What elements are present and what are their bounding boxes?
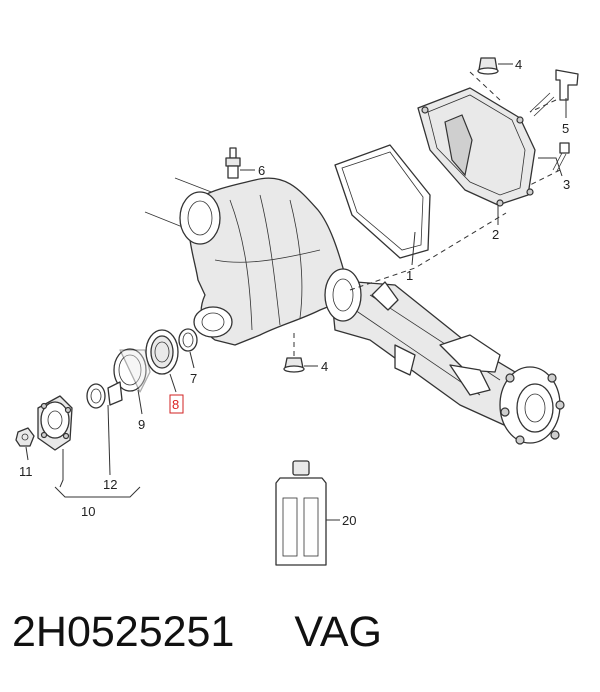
washer-12 [86,383,106,409]
callout-9: 9 [138,417,145,432]
callout-7: 7 [190,371,197,386]
oil-bottle-20 [275,460,327,566]
breather-6 [225,147,241,179]
callout-10: 10 [81,504,95,519]
callout-4-top: 4 [515,57,522,72]
nut-11 [15,427,35,447]
bolt-3 [552,142,570,172]
plug-4-bottom [283,357,305,373]
callout-3: 3 [563,177,570,192]
seal-9 [113,348,151,393]
callout-12: 12 [103,477,117,492]
brand-label: VAG [294,608,382,656]
axle-housing [144,177,565,445]
callout-8-box [169,394,184,414]
cover-gasket [334,144,431,259]
bracket-5 [529,69,579,117]
callout-20: 20 [342,513,356,528]
shaft-spacer [107,381,123,406]
callouts: 4 5 3 6 2 1 4 7 8 9 11 12 10 20 [19,57,570,528]
callout-8: 8 [172,397,179,412]
ring-7 [178,328,198,352]
callout-4-bottom: 4 [321,359,328,374]
callout-2: 2 [492,227,499,242]
callout-5: 5 [562,121,569,136]
footer-caption: 2H0525251 VAG [12,608,592,678]
part-number: 2H0525251 [12,608,235,656]
flange-10 [37,395,73,451]
exploded-parts-diagram: 4 5 3 6 2 1 4 7 8 9 11 12 10 20 [15,57,579,566]
leader-lines [25,63,567,521]
callout-1: 1 [406,268,413,283]
callout-6: 6 [258,163,265,178]
plug-4-top [477,57,499,75]
callout-11: 11 [19,464,33,479]
bearing-8 [145,329,179,375]
diff-cover [417,87,536,207]
